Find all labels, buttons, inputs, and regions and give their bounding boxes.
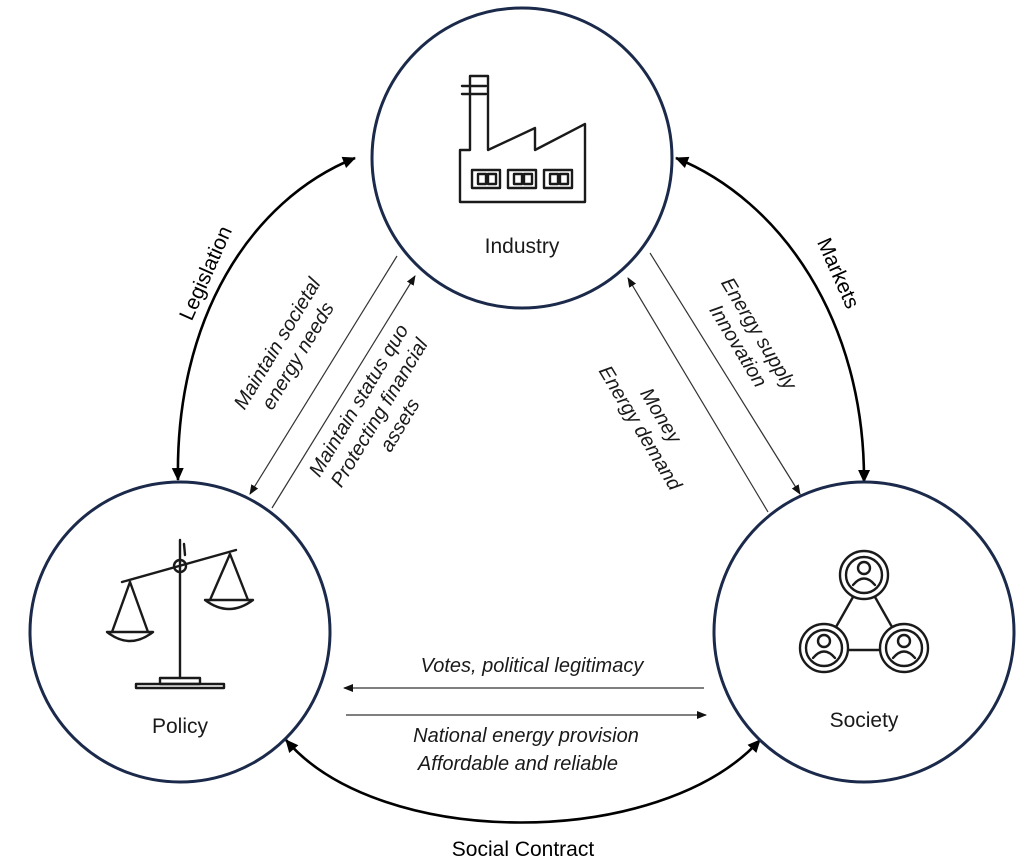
industry-to-society-label: Energy supply Innovation (705, 274, 801, 395)
industry-node (370, 6, 674, 310)
society-to-industry-label: Money Energy demand (594, 362, 686, 495)
society-label: Society (830, 709, 899, 732)
policy-label: Policy (152, 715, 209, 738)
policy-to-society-label-line2: Affordable and reliable (417, 753, 618, 775)
social-contract-arrow (285, 739, 761, 824)
markets-label: Markets (812, 235, 863, 313)
society-to-policy-label: Votes, political legitimacy (421, 655, 645, 677)
markets-arrow (675, 156, 871, 483)
scales-icon (105, 538, 255, 690)
policy-to-industry-label: Maintain status quo Protecting financial… (305, 321, 433, 491)
people-network-icon (798, 549, 930, 674)
industry-to-policy-label: Maintain societal energy needs (230, 274, 339, 414)
legislation-arrow (171, 156, 356, 481)
society-node (712, 480, 1016, 784)
industry-to-society-arrow (649, 252, 801, 495)
policy-to-society-label-line1: National energy provision (413, 725, 639, 747)
social-contract-label: Social Contract (452, 838, 595, 860)
industry-label: Industry (485, 235, 560, 258)
industry-to-policy-arrow (249, 255, 398, 495)
policy-to-industry-arrow (271, 275, 416, 509)
factory-icon (458, 74, 587, 204)
society-to-industry-arrow (627, 277, 769, 513)
